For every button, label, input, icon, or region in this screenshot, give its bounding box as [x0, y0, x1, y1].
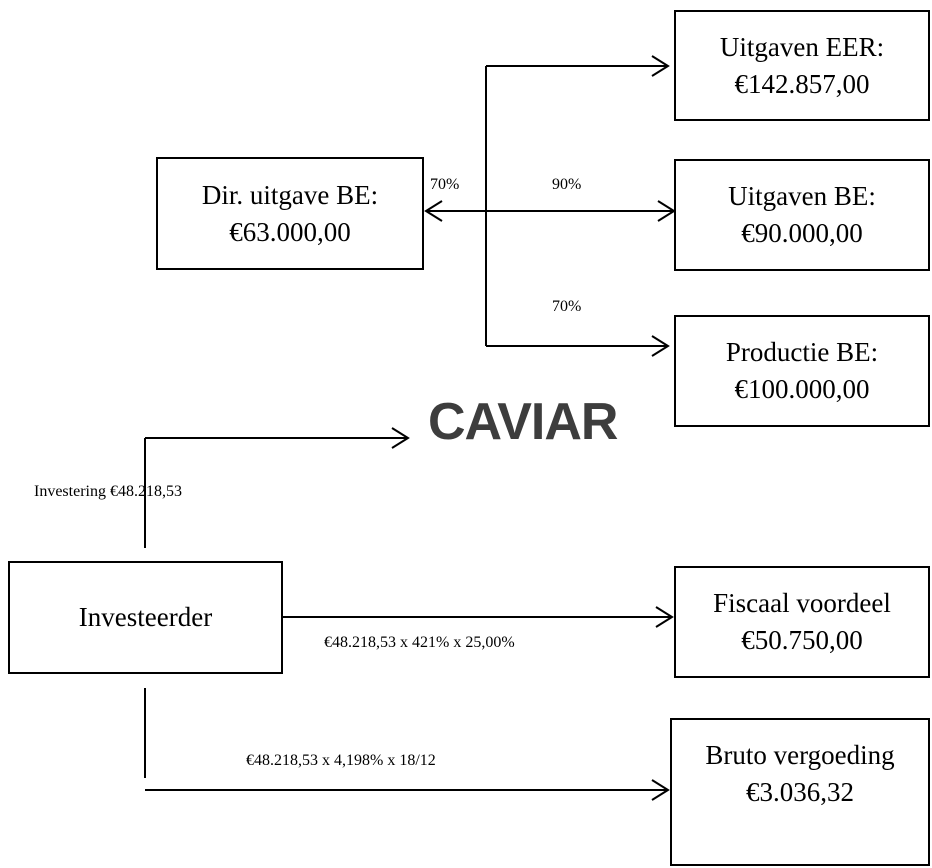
node-productie-be-title: Productie BE:: [725, 337, 879, 367]
node-productie-be-amount: €100.000,00: [734, 374, 870, 404]
label-pct-productie-be: 70%: [552, 298, 582, 315]
label-pct-uitgaven-be: 90%: [552, 176, 582, 193]
node-bruto-vergoeding: Bruto vergoeding €3.036,32: [670, 718, 930, 866]
label-investering: Investering €48.218,53: [34, 483, 182, 500]
node-dir-uitgave-be-title: Dir. uitgave BE:: [201, 179, 379, 210]
node-uitgaven-be-amount: €90.000,00: [741, 218, 863, 248]
node-productie-be: Productie BE: €100.000,00: [674, 315, 930, 427]
node-dir-uitgave-be-amount: €63.000,00: [229, 216, 351, 247]
node-dir-uitgave-be: Dir. uitgave BE: €63.000,00: [156, 157, 424, 270]
caviar-logo: CAVIAR: [428, 393, 618, 451]
node-fiscaal-voordeel-title: Fiscaal voordeel: [713, 588, 891, 618]
arrowhead-fiscaal-voordeel: [655, 606, 674, 628]
node-bruto-vergoeding-title: Bruto vergoeding: [705, 740, 895, 770]
node-investeerder: Investeerder: [8, 561, 283, 674]
label-fiscaal-formula: €48.218,53 x 421% x 25,00%: [324, 634, 515, 651]
arrowhead-uitgaven-eer: [651, 55, 670, 77]
node-uitgaven-eer-title: Uitgaven EER:: [719, 31, 885, 62]
arrowhead-bruto-vergoeding: [651, 779, 670, 801]
node-bruto-vergoeding-amount: €3.036,32: [746, 777, 854, 807]
node-uitgaven-eer-amount: €142.857,00: [734, 68, 870, 99]
node-fiscaal-voordeel: Fiscaal voordeel €50.750,00: [674, 566, 930, 678]
arrowhead-productie-be: [651, 335, 670, 357]
arrowhead-dir-uitgave: [424, 200, 443, 222]
arrowhead-caviar: [391, 427, 410, 449]
label-pct-dir-uitgave: 70%: [430, 176, 460, 193]
node-uitgaven-eer: Uitgaven EER: €142.857,00: [674, 10, 930, 121]
node-uitgaven-be-title: Uitgaven BE:: [728, 181, 876, 211]
label-bruto-formula: €48.218,53 x 4,198% x 18/12: [246, 752, 436, 769]
node-uitgaven-be: Uitgaven BE: €90.000,00: [674, 159, 930, 271]
node-fiscaal-voordeel-amount: €50.750,00: [741, 625, 863, 655]
node-investeerder-title: Investeerder: [78, 602, 213, 632]
